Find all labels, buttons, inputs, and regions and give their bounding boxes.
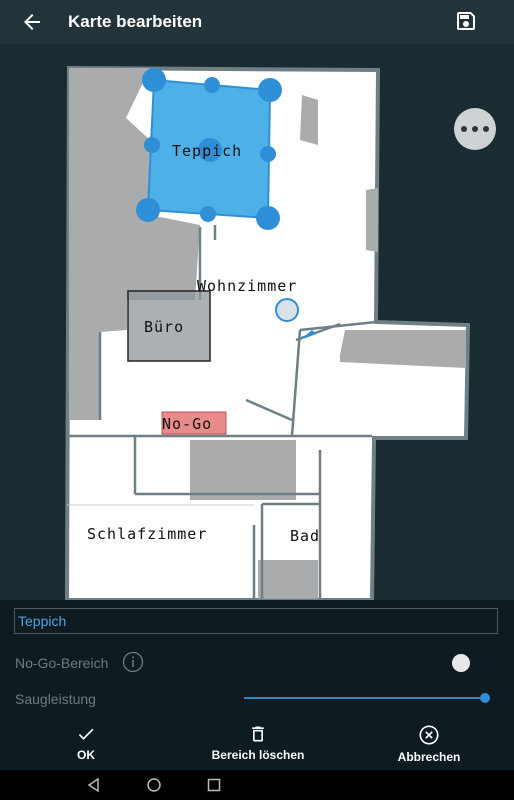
carpet-zone-handles[interactable] xyxy=(136,68,282,230)
more-icon xyxy=(461,126,467,132)
nogo-zone[interactable] xyxy=(161,411,227,435)
page-title: Karte bearbeiten xyxy=(68,12,203,31)
office-zone[interactable] xyxy=(127,290,211,362)
room-label-carpet: Teppich xyxy=(172,142,243,160)
ok-button[interactable]: OK xyxy=(62,724,110,768)
cancel-button[interactable]: Abbrechen xyxy=(394,724,464,768)
floor-map xyxy=(64,65,471,600)
robot-icon xyxy=(275,298,299,322)
map-canvas[interactable] xyxy=(0,44,514,600)
nav-recents-icon[interactable] xyxy=(206,777,222,793)
close-circle-icon xyxy=(419,725,439,745)
room-label-nogo: No-Go xyxy=(162,415,213,433)
nogo-area-toggle[interactable] xyxy=(452,654,470,672)
suction-power-slider[interactable] xyxy=(244,692,490,704)
info-icon[interactable] xyxy=(122,651,144,673)
nav-back-icon[interactable] xyxy=(86,777,102,793)
back-arrow-icon[interactable] xyxy=(20,10,44,34)
room-label-office: Büro xyxy=(144,318,185,336)
system-nav-bar xyxy=(0,770,514,800)
slider-thumb[interactable] xyxy=(480,693,490,703)
trash-icon xyxy=(252,726,264,742)
more-options-button[interactable] xyxy=(454,108,496,150)
nav-home-icon[interactable] xyxy=(146,777,162,793)
zone-name-input[interactable] xyxy=(14,608,498,634)
delete-area-button[interactable]: Bereich löschen xyxy=(206,724,310,768)
save-icon[interactable] xyxy=(454,9,478,33)
dock-icon xyxy=(300,330,316,340)
suction-power-label: Saugleistung xyxy=(15,691,96,707)
check-icon xyxy=(78,728,94,740)
nogo-area-label: No-Go-Bereich xyxy=(15,655,109,671)
room-label-bath: Bad xyxy=(290,527,321,545)
app-bar: Karte bearbeiten xyxy=(0,0,514,44)
room-label-bedroom: Schlafzimmer xyxy=(87,525,208,543)
room-label-living: Wohnzimmer xyxy=(197,277,298,295)
